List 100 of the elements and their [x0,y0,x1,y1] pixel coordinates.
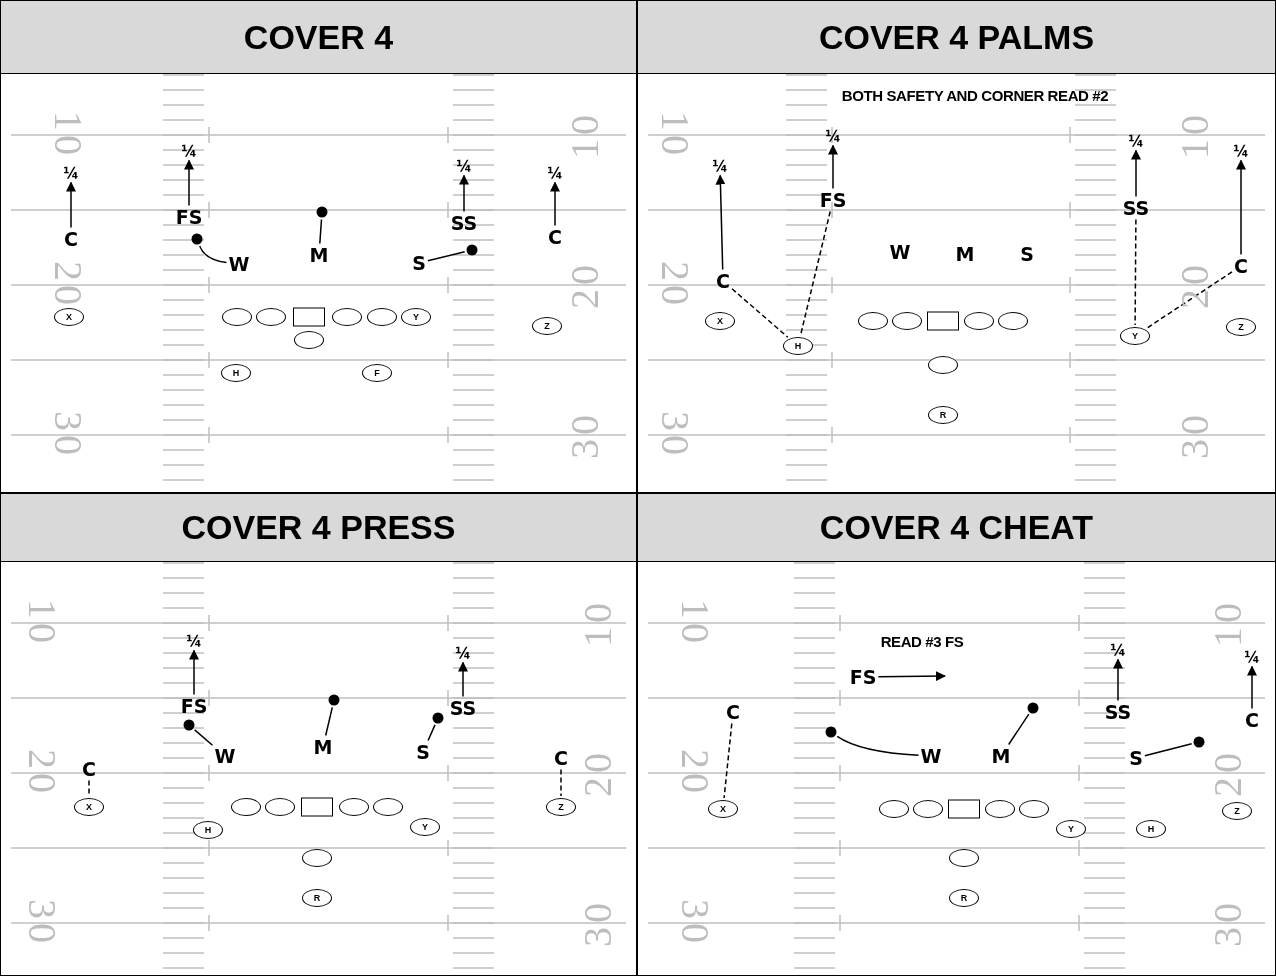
position-dot [1027,702,1039,714]
lineman-ellipse [892,312,922,330]
arrow [184,159,194,207]
position-dot [316,206,328,218]
offense-player-ellipse: H [193,821,223,839]
line [427,251,466,262]
offense-player-ellipse: H [783,337,813,355]
offense-player-ellipse: Z [546,798,576,816]
defender-label: C [716,271,730,291]
panel-title: COVER 4 [1,1,636,74]
defender-label: SS [449,698,477,718]
diagram-panel [0,0,637,493]
defender-label: C [548,227,562,247]
line [319,218,323,245]
yard-number: 10 [655,111,695,159]
lineman-ellipse [367,308,397,326]
offense-player-ellipse: Z [532,317,562,335]
zone-label: ¼ [456,158,472,174]
yard-number: 10 [1208,599,1248,647]
defender-label: FS [180,696,208,716]
yard-number: 20 [675,749,715,797]
line [193,729,214,746]
panel-title: COVER 4 PALMS [638,1,1275,74]
yard-number: 10 [565,111,605,159]
arrow [828,144,838,190]
dashed-line [799,210,831,336]
zone-label: ¼ [186,633,202,649]
panel-title: COVER 4 PRESS [1,494,636,562]
defender-label: M [313,737,333,757]
yard-number: 10 [22,599,62,647]
diagram-panel [0,493,637,976]
lineman-ellipse [964,312,994,330]
yard-number: 20 [565,261,605,309]
offense-player-ellipse: Y [1120,327,1150,345]
yard-number: 30 [48,411,88,459]
dashed-line [731,288,789,338]
yard-number: 10 [675,599,715,647]
yard-number: 20 [1208,749,1248,797]
offense-player-ellipse: H [221,364,251,382]
offense-player-ellipse: Y [410,818,440,836]
defender-label: SS [1122,198,1150,218]
arrow [1247,665,1257,710]
defender-label: W [214,746,236,766]
defender-label: C [82,759,96,779]
lineman-ellipse [302,849,332,867]
line [427,724,436,742]
offense-player-ellipse: R [928,406,958,424]
defender-label: C [1234,256,1248,276]
line [198,245,228,264]
defender-label: SS [450,213,478,233]
defender-label: S [416,742,430,762]
line [1007,713,1030,746]
note-text: BOTH SAFETY AND CORNER READ #2 [841,87,1109,103]
yard-number: 30 [578,899,618,947]
yard-number: 20 [1175,261,1215,309]
position-dot [1193,736,1205,748]
dashed-line [1134,218,1137,326]
zone-label: ¼ [63,165,79,181]
zone-label: ¼ [1233,143,1249,159]
center-square [927,311,959,331]
yard-number: 30 [1208,899,1248,947]
zone-label: ¼ [1128,133,1144,149]
zone-label: ¼ [712,158,728,174]
offense-player-ellipse: X [708,800,738,818]
position-dot [825,726,837,738]
position-dot [183,719,195,731]
zone-label: ¼ [825,128,841,144]
defender-label: M [955,244,975,264]
defender-label: W [920,746,942,766]
zone-label: ¼ [455,645,471,661]
offense-player-ellipse: F [362,364,392,382]
yard-number: 30 [1175,411,1215,459]
arrow [1236,159,1246,256]
position-dot [328,694,340,706]
defender-label: FS [849,667,877,687]
diagram-panel [637,493,1276,976]
lineman-ellipse [985,800,1015,818]
offense-player-ellipse: Z [1222,802,1252,820]
line [1144,743,1193,757]
lineman-ellipse [339,798,369,816]
offense-player-ellipse: Y [1056,820,1086,838]
yard-number: 20 [48,261,88,309]
defender-label: M [991,746,1011,766]
yard-number: 10 [578,599,618,647]
defender-label: C [726,702,740,722]
diagram-panel [637,0,1276,493]
lineman-ellipse [858,312,888,330]
note-text: READ #3 FS [880,633,964,649]
offense-player-ellipse: Y [401,308,431,326]
offense-player-ellipse: X [74,798,104,816]
defender-label: FS [819,190,847,210]
yard-number: 10 [1175,111,1215,159]
yard-number: 20 [655,261,695,309]
panel-title: COVER 4 CHEAT [638,494,1275,562]
yard-number: 30 [655,411,695,459]
line [324,706,334,737]
lineman-ellipse [294,331,324,349]
defender-label: FS [175,207,203,227]
defender-label: C [64,229,78,249]
arrow [66,181,76,229]
